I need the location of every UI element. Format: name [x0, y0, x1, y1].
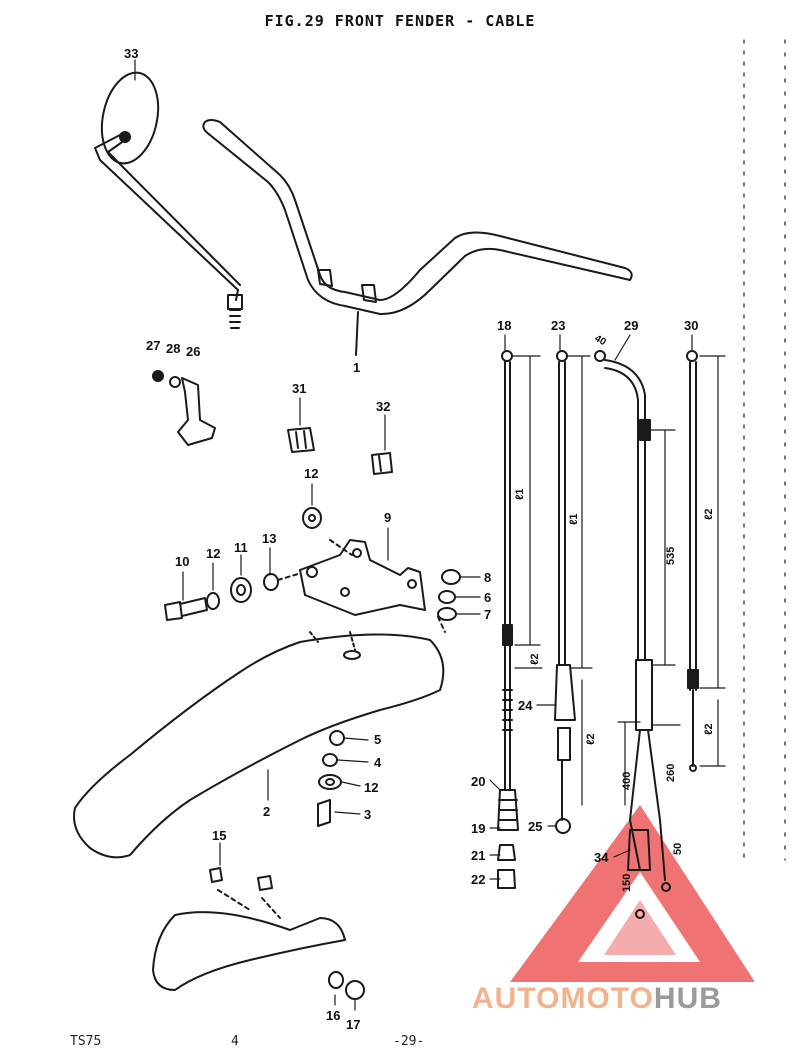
label-19: 19	[471, 821, 485, 836]
label-12a: 12	[304, 466, 318, 481]
label-4: 4	[374, 755, 382, 770]
label-16: 16	[326, 1008, 340, 1023]
label-13: 13	[262, 531, 276, 546]
label-33: 33	[124, 46, 138, 61]
label-2: 2	[263, 804, 270, 819]
label-28: 28	[166, 341, 180, 356]
label-21: 21	[471, 848, 485, 863]
watermark-text-part2: HUB	[653, 982, 722, 1015]
label-29: 29	[624, 318, 638, 333]
page-number: -29-	[393, 1034, 425, 1049]
label-24: 24	[518, 698, 533, 713]
leader-lines	[134, 59, 693, 1011]
nuts	[437, 569, 461, 633]
label-6: 6	[484, 590, 491, 605]
mirror	[94, 71, 243, 329]
dim-400: 400	[621, 772, 633, 790]
label-15: 15	[212, 828, 226, 843]
dim-l2-c: ℓ2	[703, 509, 715, 521]
footer-model: TS75	[70, 1034, 102, 1049]
dim-l1-b: ℓ1	[568, 514, 580, 526]
label-7: 7	[484, 607, 491, 622]
label-11: 11	[234, 540, 248, 555]
label-30: 30	[684, 318, 698, 333]
label-31: 31	[292, 381, 306, 396]
label-10: 10	[175, 554, 189, 569]
label-9: 9	[384, 510, 391, 525]
cable-18	[497, 350, 519, 889]
dim-l2-a: ℓ2	[529, 654, 541, 666]
label-12b: 12	[206, 546, 220, 561]
handlebar	[202, 119, 633, 356]
dim-l2-d: ℓ2	[703, 724, 715, 736]
label-5: 5	[374, 732, 381, 747]
cable-30	[686, 350, 699, 772]
front-fender	[73, 631, 445, 859]
label-26: 26	[186, 344, 200, 359]
watermark-text: AUTOMOTOHUB	[472, 982, 722, 1016]
dim-260: 260	[665, 764, 677, 782]
part-labels: 33 1 27 28 26 31 32 12 9 13 10 12 11 8 6…	[124, 46, 698, 1032]
dimension-labels: ℓ1 ℓ1 ℓ2 ℓ2 ℓ2 ℓ2 40 535 260 400 50 150	[514, 333, 715, 892]
watermark-text-part1: AUTOMOTO	[472, 982, 654, 1015]
washer	[302, 507, 322, 529]
label-25: 25	[528, 819, 542, 834]
label-22: 22	[471, 872, 485, 887]
label-32: 32	[376, 399, 390, 414]
cable-29	[594, 350, 671, 919]
figure-title: FIG.29 FRONT FENDER - CABLE	[264, 12, 536, 30]
dim-50: 50	[672, 843, 684, 855]
dim-40: 40	[593, 333, 609, 348]
cable-23	[554, 350, 576, 834]
label-20: 20	[471, 774, 485, 789]
footer-number: 4	[231, 1034, 239, 1049]
label-12c: 12	[364, 780, 378, 795]
label-3: 3	[364, 807, 371, 822]
dim-l2-b: ℓ2	[585, 734, 597, 746]
label-18: 18	[497, 318, 511, 333]
fender-bracket	[299, 539, 426, 616]
dim-l1-a: ℓ1	[514, 489, 526, 501]
label-8: 8	[484, 570, 491, 585]
label-34: 34	[594, 850, 609, 865]
dimension-lines	[512, 39, 786, 861]
label-23: 23	[551, 318, 565, 333]
fender-fasteners	[317, 730, 345, 827]
dim-150: 150	[621, 874, 633, 892]
mounting-hardware	[164, 573, 299, 621]
label-27: 27	[146, 338, 160, 353]
label-1: 1	[353, 360, 360, 375]
label-17: 17	[346, 1017, 360, 1032]
cable-clamps	[287, 427, 393, 475]
dim-535: 535	[665, 547, 677, 565]
headlight-bracket	[152, 370, 216, 446]
mud-flap	[152, 867, 365, 1000]
